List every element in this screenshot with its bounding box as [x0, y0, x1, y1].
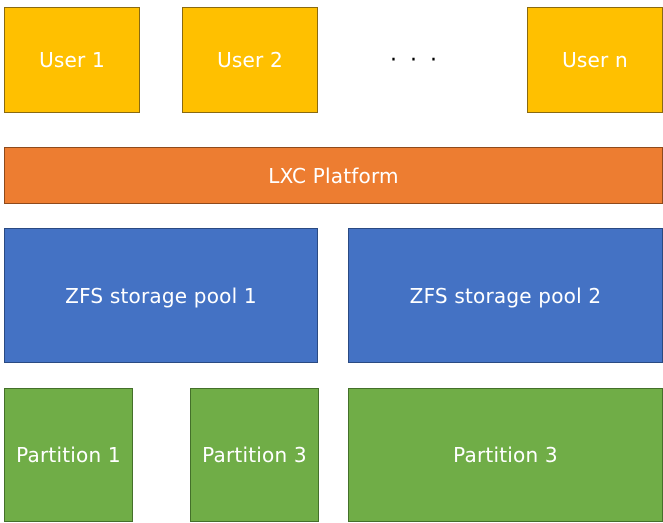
lxc-platform-box: LXC Platform	[4, 147, 663, 204]
zfs-pool-2-label: ZFS storage pool 2	[409, 283, 602, 308]
partition-3-label: Partition 3	[453, 443, 558, 467]
lxc-platform-label: LXC Platform	[268, 163, 399, 188]
partition-3-box: Partition 3	[348, 388, 663, 522]
partition-2-box: Partition 3	[190, 388, 319, 522]
user-1-label: User 1	[39, 48, 105, 72]
users-ellipsis: · · ·	[390, 47, 440, 73]
user-2-label: User 2	[217, 48, 283, 72]
partition-1-box: Partition 1	[4, 388, 133, 522]
user-1-box: User 1	[4, 7, 140, 113]
user-2-box: User 2	[182, 7, 318, 113]
partition-1-label: Partition 1	[16, 443, 121, 467]
user-n-label: User n	[562, 48, 628, 72]
zfs-pool-1-label: ZFS storage pool 1	[65, 283, 257, 308]
zfs-pool-1-box: ZFS storage pool 1	[4, 228, 318, 363]
zfs-pool-2-box: ZFS storage pool 2	[348, 228, 663, 363]
user-n-box: User n	[527, 7, 663, 113]
partition-2-label: Partition 3	[202, 443, 307, 467]
